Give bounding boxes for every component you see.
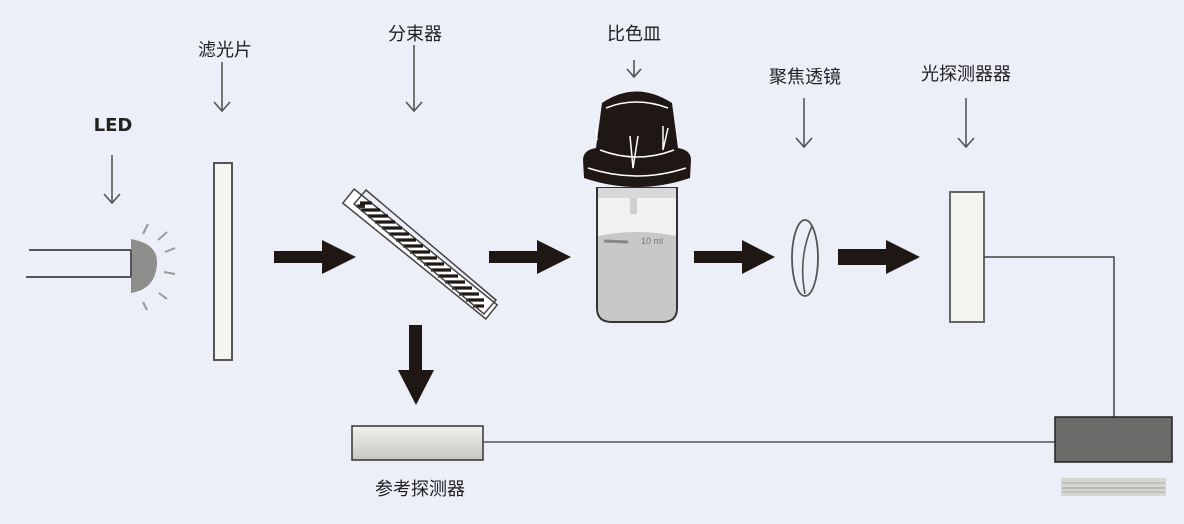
- led-pointer-icon: [103, 155, 121, 205]
- filter-label: 滤光片: [198, 40, 252, 61]
- cuvette-label: 比色皿: [607, 24, 661, 45]
- splitter-hatching: [360, 201, 484, 308]
- focusing-lens-label: 聚焦透镜: [769, 67, 841, 88]
- filter-pointer-icon: [213, 62, 231, 113]
- arrow-right-icon: [838, 240, 920, 274]
- arrow-right-icon: [489, 240, 571, 274]
- led-source: [26, 223, 176, 311]
- processor-shadow: [1061, 478, 1166, 496]
- detector-wire: [984, 256, 1115, 418]
- focusing-lens: [791, 219, 819, 297]
- splitter-pointer-icon: [405, 45, 423, 113]
- signal-processor-box: [1054, 416, 1173, 463]
- photodetector-label: 光探测器器: [921, 64, 1011, 85]
- arrow-down-icon: [398, 325, 434, 405]
- reference-detector: [351, 425, 484, 461]
- beam-arrows: [274, 240, 920, 405]
- arrow-right-icon: [274, 240, 356, 274]
- light-rays-icon: [142, 223, 176, 311]
- led-label: LED: [93, 115, 133, 136]
- splitter-outline: [352, 188, 498, 316]
- beam-splitter-label: 分束器: [388, 24, 442, 45]
- photodetector: [949, 191, 985, 323]
- reference-detector-label: 参考探测器: [375, 479, 465, 500]
- detector-pointer-icon: [957, 98, 975, 149]
- cuvette-pointer-icon: [626, 60, 642, 79]
- arrow-right-icon: [694, 240, 775, 274]
- cuvette-volume-marking: 10 ml: [641, 236, 663, 246]
- filter: [213, 162, 233, 361]
- pointer-arrows: [103, 45, 975, 205]
- cuvette: 10 ml: [583, 91, 691, 323]
- lens-pointer-icon: [795, 98, 813, 149]
